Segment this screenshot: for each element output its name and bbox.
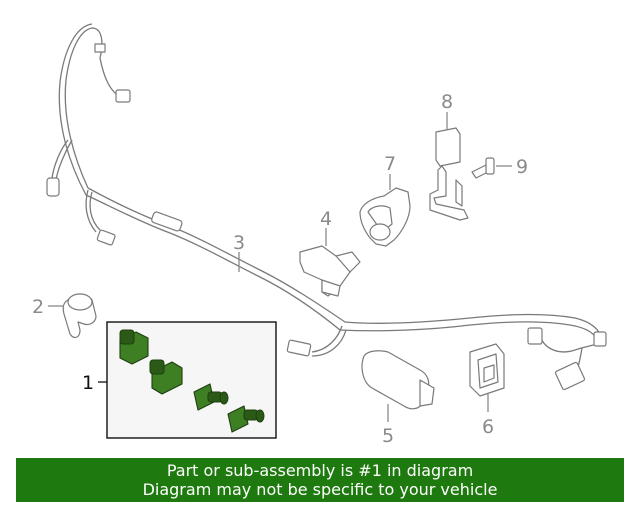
part-7-housing [359, 187, 411, 247]
callout-4: 4 [320, 208, 332, 230]
sensor-icon [227, 405, 265, 433]
part-8-module [429, 127, 469, 221]
sensor-icon [149, 359, 183, 395]
part-5-cover [361, 350, 435, 410]
callout-1: 1 [82, 372, 94, 394]
callout-8: 8 [441, 91, 453, 113]
wiring-harness [46, 23, 607, 391]
callout-5: 5 [382, 425, 394, 447]
part-9-bolt [471, 157, 495, 179]
part-4-bracket [299, 245, 361, 297]
callout-6: 6 [482, 416, 494, 438]
callout-3: 3 [233, 232, 245, 254]
parts-diagram: 1 2 3 4 5 6 7 8 9 [32, 23, 607, 447]
part-1-group [106, 321, 277, 439]
sensor-icon [193, 383, 229, 411]
banner-line-2: Diagram may not be specific to your vehi… [142, 480, 498, 499]
banner-line-1: Part or sub-assembly is #1 in diagram [166, 461, 474, 480]
info-banner: Part or sub-assembly is #1 in diagram Di… [16, 458, 624, 502]
callout-2: 2 [32, 296, 44, 318]
part-6-mount [469, 343, 505, 397]
sensor-icon [119, 329, 149, 365]
callout-9: 9 [516, 156, 528, 178]
callout-7: 7 [384, 153, 396, 175]
part-2-retainer [62, 293, 97, 339]
